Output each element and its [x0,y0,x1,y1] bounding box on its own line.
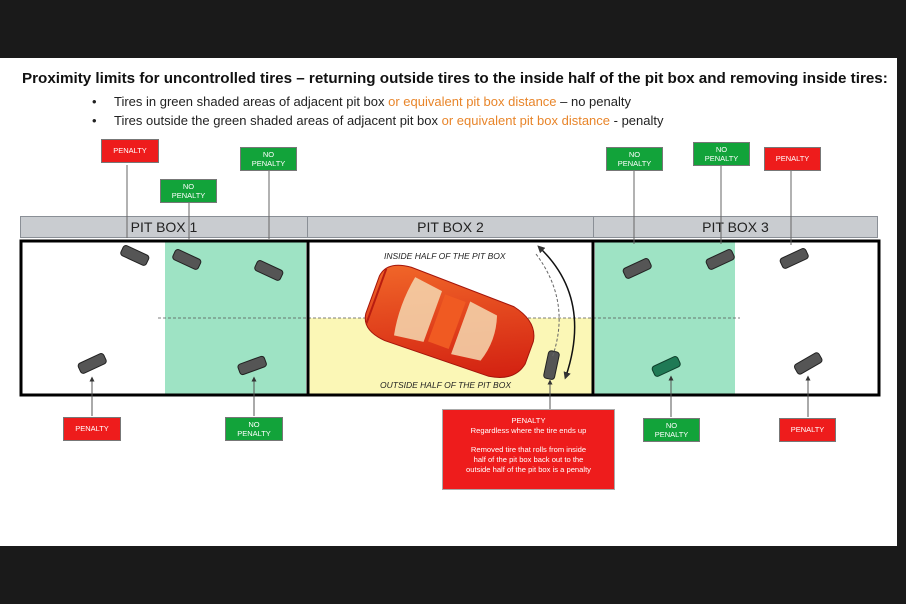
penalty-note: PENALTY Regardless where the tire ends u… [442,409,615,490]
tire-icon [622,258,652,279]
penalty-tag: PENALTY [101,139,159,163]
penalty-tag: PENALTY [779,418,836,442]
slide: Proximity limits for uncontrolled tires … [0,58,897,546]
tag-line: PENALTY [171,191,206,200]
tag-line: NO [628,149,641,159]
tag-line: NO [262,149,275,159]
tag-line: NO [182,181,195,191]
tag-line: NO [715,144,728,154]
tire-icon [172,249,202,270]
tag-line: PENALTY [251,159,286,168]
roll-trajectory-arrow [535,253,560,359]
tag-text: PENALTY [113,146,147,156]
tag-line: PENALTY [654,430,689,439]
tag-text: PENALTY [75,424,109,434]
note-line: Removed tire that rolls from inside [470,444,587,454]
inside-half-label: INSIDE HALF OF THE PIT BOX [384,251,506,261]
bullet-dot: • [92,113,97,128]
tire-icon [793,352,823,375]
penalty-tag: PENALTY [764,147,821,171]
tire-icon [779,248,809,269]
note-line: outside half of the pit box is a penalty [466,465,591,474]
tire-icon [77,353,107,374]
tag-text: PENALTY [790,425,825,435]
tire-icon [237,355,267,376]
tag-text: PENALTY [775,154,810,164]
note-line: Regardless where the tire ends up [470,426,587,436]
pit-box-1-header: PIT BOX 1 [20,216,308,238]
tire-icon [651,356,681,377]
note-line: half of the pit box back out to the [473,454,584,464]
tag-line: PENALTY [617,159,652,168]
bullet-highlight: or equivalent pit box distance [388,94,557,109]
pit-diagram [19,165,881,417]
bullet-no-penalty: • Tires in green shaded areas of adjacent… [92,94,631,109]
tag-line: PENALTY [237,429,271,438]
bullet-text: Tires in green shaded areas of adjacent … [114,94,389,109]
bullet-highlight: or equivalent pit box distance [441,113,611,128]
tag-line: NO [248,419,260,429]
penalty-tag: PENALTY [63,417,121,441]
outside-half-label: OUTSIDE HALF OF THE PIT BOX [380,380,511,390]
note-gap [443,437,614,445]
car-icon [364,264,535,378]
return-trajectory-arrow [537,245,576,380]
slide-title: Proximity limits for uncontrolled tires … [22,70,888,87]
tire-icon [254,260,284,281]
pit-box-2-header: PIT BOX 2 [307,216,594,238]
pit-box-3-header: PIT BOX 3 [593,216,878,238]
bullet-suffix: – no penalty [556,94,631,109]
bullet-suffix: - penalty [610,113,664,128]
bullet-text: Tires outside the green shaded areas of … [114,113,442,128]
note-line: PENALTY [511,416,546,425]
tire-icon [120,245,150,266]
tag-line: PENALTY [704,154,739,163]
bullet-penalty: • Tires outside the green shaded areas of… [92,113,664,128]
tag-line: NO [665,420,678,430]
tire-icon [705,249,735,270]
bullet-dot: • [92,94,97,109]
pit-lane-outline [19,239,881,397]
